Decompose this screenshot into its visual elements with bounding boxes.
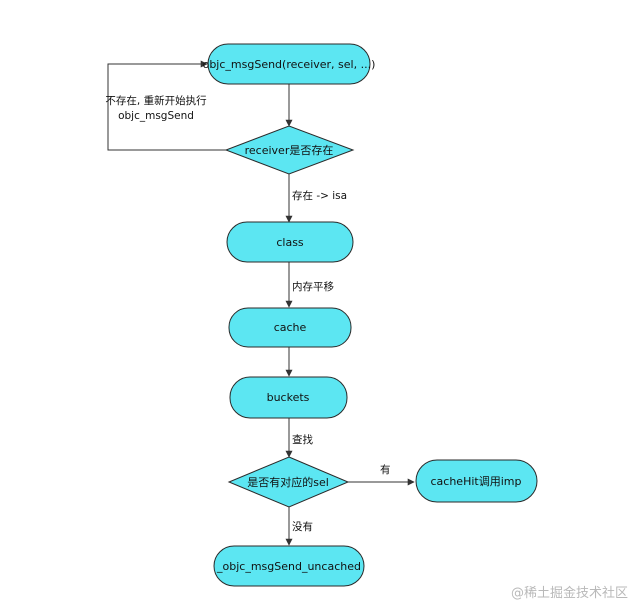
edge-label-has: 有	[380, 463, 391, 476]
node-buckets	[229, 376, 348, 419]
nodes	[207, 43, 538, 587]
edge-label-loop-line2: objc_msgSend	[118, 110, 194, 122]
node-objc-msgsend	[207, 43, 371, 85]
node-uncached	[213, 545, 365, 587]
edge-label-none: 没有	[292, 520, 313, 533]
edge-labels: 不存在, 重新开始执行 objc_msgSend 存在 -> isa 内存平移 …	[105, 94, 390, 533]
edge-label-loop-line1: 不存在, 重新开始执行	[105, 94, 207, 107]
label-uncached: _objc_msgSend_uncached	[216, 560, 361, 573]
label-sel-check: 是否有对应的sel	[247, 475, 329, 489]
label-cache-hit: cacheHit调用imp	[431, 475, 522, 488]
watermark: @稀土掘金技术社区	[511, 585, 628, 601]
edge-label-memory-offset: 内存平移	[292, 280, 334, 293]
edge-loop-back	[107, 60, 226, 151]
edges	[107, 60, 415, 546]
node-cache	[228, 307, 352, 348]
label-cache: cache	[274, 321, 307, 334]
node-receiver-check	[224, 125, 355, 175]
label-class: class	[276, 236, 304, 249]
label-buckets: buckets	[267, 391, 310, 404]
edge-label-exists-isa: 存在 -> isa	[292, 189, 347, 202]
node-labels: objc_msgSend(receiver, sel, ...) receive…	[203, 58, 522, 573]
label-objc-msgsend: objc_msgSend(receiver, sel, ...)	[203, 58, 376, 71]
label-receiver-check: receiver是否存在	[245, 143, 334, 157]
edge-label-search: 查找	[292, 433, 313, 446]
node-sel-check	[227, 456, 350, 508]
node-class	[226, 221, 354, 263]
node-cache-hit	[415, 459, 538, 503]
